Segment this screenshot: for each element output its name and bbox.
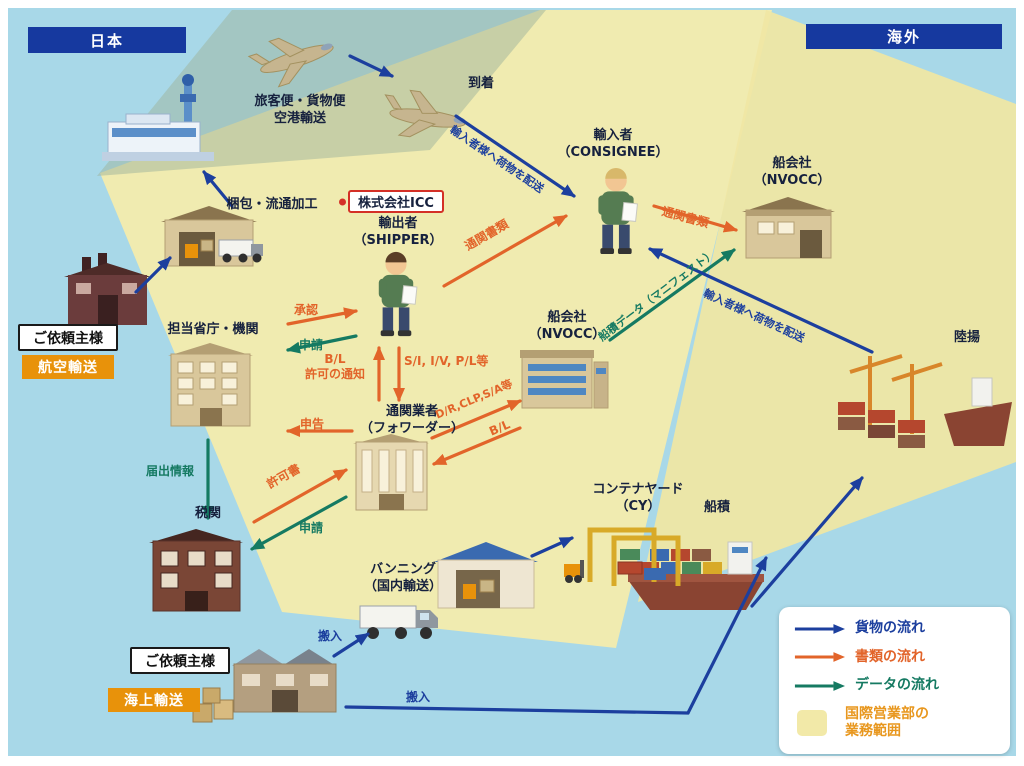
legend-label-cargo: 貨物の流れ bbox=[855, 620, 925, 636]
airport-icon bbox=[102, 74, 214, 161]
node-packing bbox=[155, 200, 270, 284]
person-icon bbox=[598, 167, 638, 255]
customs-building-icon bbox=[149, 529, 243, 612]
label-airport-transport: 旅客便・貨物便 空港輸送 bbox=[254, 94, 346, 126]
packing-warehouse-icon bbox=[161, 206, 263, 267]
legend-item-scope: 国際営業部の 業務範囲 bbox=[793, 706, 996, 741]
legend-item-data: データの流れ bbox=[793, 677, 996, 695]
data-arrow-icon bbox=[794, 681, 845, 691]
person-icon bbox=[378, 251, 418, 337]
government-building-icon bbox=[168, 343, 253, 427]
label-port: 陸揚 bbox=[953, 330, 980, 345]
airplane-icon bbox=[384, 89, 466, 138]
client-warehouse-icon bbox=[64, 253, 151, 325]
node-ministry bbox=[162, 338, 259, 432]
node-vanning-truck bbox=[356, 596, 444, 646]
legend: 貨物の流れ 書類の流れ データの流れ 国際営業部の 業務範囲 bbox=[779, 607, 1010, 754]
label-ministry: 担当省庁・機関 bbox=[167, 322, 259, 337]
label-nvocc-mid: 船会社 （NVOCC） bbox=[528, 310, 606, 342]
legend-label-data: データの流れ bbox=[855, 677, 939, 694]
badge-japan: 日本 bbox=[28, 27, 186, 53]
flow-label-carry-in-1: 搬入 bbox=[318, 629, 343, 643]
label-packing: 梱包・流通加工 bbox=[226, 197, 318, 212]
flow-label-carry-in-2: 搬入 bbox=[406, 690, 431, 704]
legend-item-doc: 書類の流れ bbox=[793, 649, 996, 667]
label-shipper: 輸出者 （SHIPPER） bbox=[353, 216, 443, 248]
flow-label-declaration: 申告 bbox=[300, 417, 325, 431]
flow-label-notification: 届出情報 bbox=[146, 464, 195, 478]
node-client-air-bldg bbox=[60, 253, 155, 335]
scope-swatch-icon bbox=[797, 710, 827, 737]
flow-label-approval: 承認 bbox=[294, 303, 319, 317]
label-ship-load: 船積 bbox=[703, 500, 730, 515]
flow-label-bl-permit: B/L 許可の通知 bbox=[304, 352, 365, 381]
label-consignee: 輸入者 （CONSIGNEE） bbox=[557, 128, 669, 160]
node-nvocc-mid bbox=[516, 344, 613, 414]
label-vanning: バンニング （国内輸送） bbox=[363, 562, 442, 594]
scope-label: 国際営業部の 業務範囲 bbox=[845, 705, 929, 740]
node-vanning-warehouse bbox=[430, 536, 542, 620]
label-nvocc-top: 船会社 （NVOCC） bbox=[753, 156, 831, 188]
badge-overseas: 海外 bbox=[806, 24, 1002, 49]
flow-label-application-2: 申請 bbox=[299, 521, 324, 535]
label-customs: 税関 bbox=[194, 506, 221, 521]
forwarder-building-icon bbox=[353, 434, 429, 511]
node-port bbox=[826, 338, 1016, 470]
node-shipper bbox=[366, 250, 426, 338]
label-cy: コンテナヤード （CY） bbox=[592, 482, 684, 514]
truck-icon bbox=[359, 605, 438, 639]
cargo-arrow-icon bbox=[794, 623, 845, 634]
badge-client-sea: ご依頼主様 bbox=[130, 647, 230, 674]
unloading-port-icon bbox=[838, 354, 1012, 448]
shipping-company-warehouse-icon bbox=[742, 197, 835, 259]
badge-client-air: ご依頼主様 bbox=[18, 324, 118, 351]
node-consignee bbox=[586, 166, 646, 256]
node-nvocc-top bbox=[736, 192, 844, 266]
shipping-company-office-icon bbox=[520, 350, 609, 409]
label-arrival: 到着 bbox=[467, 76, 494, 91]
node-plane-depart bbox=[241, 13, 350, 99]
legend-label-doc: 書類の流れ bbox=[855, 648, 925, 665]
badge-icc: 株式会社ICC bbox=[348, 190, 444, 213]
doc-arrow-icon bbox=[794, 652, 845, 663]
badge-sea-mode: 海上輸送 bbox=[108, 688, 200, 712]
client-factory-icon bbox=[232, 649, 337, 713]
container-yard-icon bbox=[564, 527, 681, 586]
node-forwarder bbox=[348, 430, 435, 514]
zone-green bbox=[97, 10, 546, 176]
node-airport bbox=[92, 72, 227, 170]
legend-item-cargo: 貨物の流れ bbox=[793, 620, 996, 638]
badge-air-mode: 航空輸送 bbox=[22, 355, 114, 379]
node-plane-arrive bbox=[376, 78, 479, 153]
vanning-warehouse-icon bbox=[434, 542, 538, 609]
flow-label-si-iv-pl: S/I, I/V, P/L等 bbox=[404, 354, 489, 368]
node-customs bbox=[143, 523, 250, 617]
node-cy bbox=[556, 510, 688, 592]
airplane-icon bbox=[247, 37, 334, 88]
node-client-sea-bldg bbox=[226, 636, 344, 726]
flow-label-application-1: 申請 bbox=[299, 338, 324, 352]
